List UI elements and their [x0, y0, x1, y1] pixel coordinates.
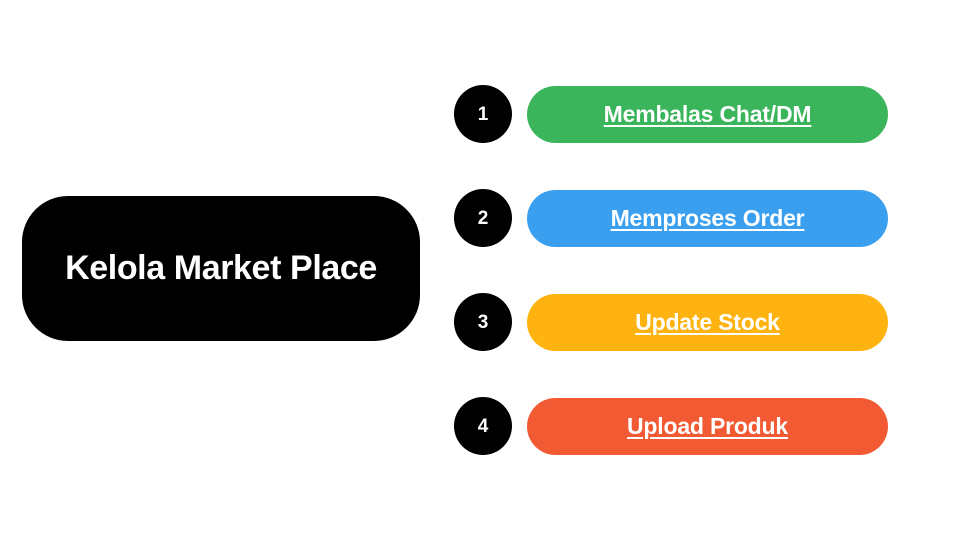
step-pill-update-stock[interactable]: Update Stock [527, 293, 888, 351]
step-number-badge: 3 [454, 293, 512, 351]
headline-card: Kelola Market Place [22, 196, 420, 341]
step-pill-memproses-order[interactable]: Memproses Order [527, 189, 888, 247]
step-pill-label: Memproses Order [610, 204, 805, 231]
step-number-label: 1 [477, 103, 489, 125]
step-pill-upload-produk[interactable]: Upload Produk [527, 397, 888, 455]
list-item[interactable]: 1 Membalas Chat/DM [454, 85, 888, 143]
step-number-badge: 4 [454, 397, 512, 455]
step-pill-membalas-chat-dm[interactable]: Membalas Chat/DM [527, 85, 888, 143]
step-number-label: 2 [477, 207, 489, 229]
list-item[interactable]: 2 Memproses Order [454, 189, 888, 247]
page-title: Kelola Market Place [65, 248, 377, 287]
step-pill-label: Update Stock [635, 308, 780, 335]
list-item[interactable]: 3 Update Stock [454, 293, 888, 351]
step-number-badge: 2 [454, 189, 512, 247]
step-number-label: 4 [477, 415, 489, 437]
step-pill-label: Membalas Chat/DM [603, 100, 812, 127]
step-number-label: 3 [477, 311, 489, 333]
step-number-badge: 1 [454, 85, 512, 143]
list-item[interactable]: 4 Upload Produk [454, 397, 888, 455]
step-pill-label: Upload Produk [627, 412, 788, 439]
